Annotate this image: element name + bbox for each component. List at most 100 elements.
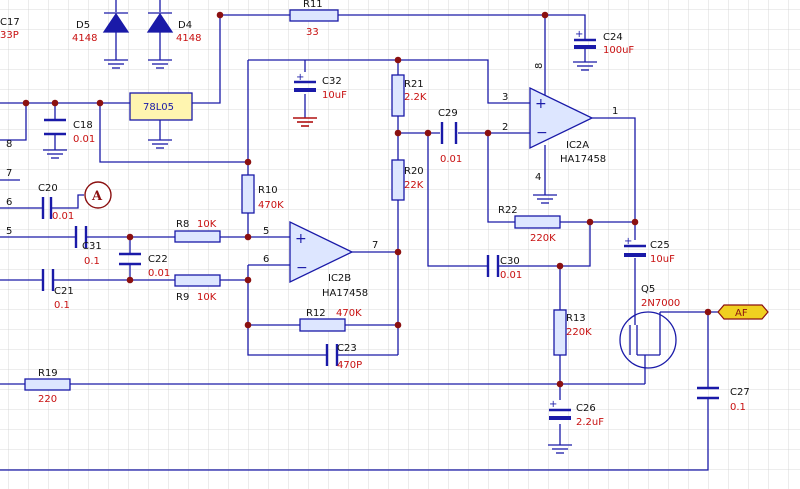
meter-label: A [91,189,103,204]
transistor-Q5 [619,280,677,369]
value-C31: 0.1 [84,256,100,267]
value-C26: 2.2uF [576,417,604,428]
value-C30: 0.01 [500,270,522,281]
label-C31: C31 [82,241,102,252]
af-label: AF [735,308,748,319]
label-D4: D4 [178,20,192,31]
value-IC2A: HA17458 [560,154,606,165]
value-Q5: 2N7000 [641,298,680,309]
label-C29: C29 [438,108,458,119]
label-C24: C24 [603,32,623,43]
resistor-R9 [174,274,221,287]
capacitor-C26 [549,408,571,420]
ic2b-plus: + [295,231,307,247]
capacitor-C20 [41,197,53,219]
value-C21: 0.1 [54,300,70,311]
af-output-connector [717,304,769,320]
resistor-R20 [391,159,405,201]
ground-symbols [43,59,597,454]
label-R21: R21 [404,79,424,90]
value-D4: 4148 [176,33,201,44]
value-IC2B: HA17458 [322,288,368,299]
label-C32: C32 [322,76,342,87]
value-R21: 2.2K [404,92,427,103]
capacitor-C23 [325,344,339,366]
capacitor-C29 [440,122,458,144]
ic2a-pin-2: 2 [502,122,508,133]
label-R11: R11 [303,0,323,10]
value-C20: 0.01 [52,211,74,222]
label-Q5: Q5 [641,284,655,295]
edge-label-5: 5 [6,226,12,237]
value-D5: 4148 [72,33,97,44]
value-R8: 10K [197,219,217,230]
label-R13: R13 [566,313,586,324]
value-R19: 220 [38,394,57,405]
value-C17: 33P [0,30,19,41]
label-R8: R8 [176,219,189,230]
value-R22: 220K [530,233,556,244]
junctions [22,11,712,388]
capacitor-C31 [74,226,88,248]
label-R20: R20 [404,166,424,177]
value-C18: 0.01 [73,134,95,145]
opamp-IC2A [529,86,594,150]
resistor-R10 [241,174,255,214]
label-IC2A: IC2A [566,140,589,151]
resistor-R11 [289,9,339,22]
label-D5: D5 [76,20,90,31]
polarity-C26: + [549,399,557,410]
capacitor-C22 [119,252,141,266]
capacitor-C18 [44,118,66,136]
ic2a-minus: − [536,125,548,141]
label-C25: C25 [650,240,670,251]
label-C26: C26 [576,403,596,414]
edge-label-6: 6 [6,197,12,208]
value-C22: 0.01 [148,268,170,279]
label-R9: R9 [176,292,189,303]
resistor-R19 [24,378,71,391]
ic2b-pin-6: 6 [263,254,269,265]
label-C27: C27 [730,387,750,398]
ic2a-plus: + [535,96,547,112]
wires [0,0,725,471]
polarity-C24: + [575,29,583,40]
ic2a-pin-4: 4 [535,172,541,183]
value-R10: 470K [258,200,284,211]
label-R10: R10 [258,185,278,196]
diode-D5 [102,12,130,33]
resistor-R8 [174,230,221,243]
label-R12: R12 [306,308,326,319]
resistor-R13 [553,309,567,356]
value-R20: 22K [404,180,424,191]
polarity-C25: + [624,236,632,247]
ic2a-pin-3: 3 [502,92,508,103]
value-R12: 470K [336,308,362,319]
label-C18: C18 [73,120,93,131]
ic2b-pin-7: 7 [372,240,378,251]
label-C17: C17 [0,17,20,28]
capacitor-C25 [624,244,646,257]
resistor-R21 [391,74,405,117]
capacitor-C27 [697,386,719,400]
ic2b-minus: − [296,260,308,276]
capacitor-C30 [486,255,500,277]
resistor-R12 [299,318,346,332]
capacitor-C21 [41,269,55,291]
label-C23: C23 [337,343,357,354]
label-C20: C20 [38,183,58,194]
ic2a-pin-1: 1 [612,106,618,117]
value-C27: 0.1 [730,402,746,413]
value-C32: 10uF [322,90,347,101]
value-C24: 100uF [603,45,634,56]
value-R13: 220K [566,327,592,338]
label-C30: C30 [500,256,520,267]
opamp-IC2B [289,220,354,284]
diode-D4 [146,12,174,33]
resistor-R22 [514,215,561,229]
capacitor-C24 [574,38,596,49]
label-C21: C21 [54,286,74,297]
label-78L05: 78L05 [143,102,174,113]
